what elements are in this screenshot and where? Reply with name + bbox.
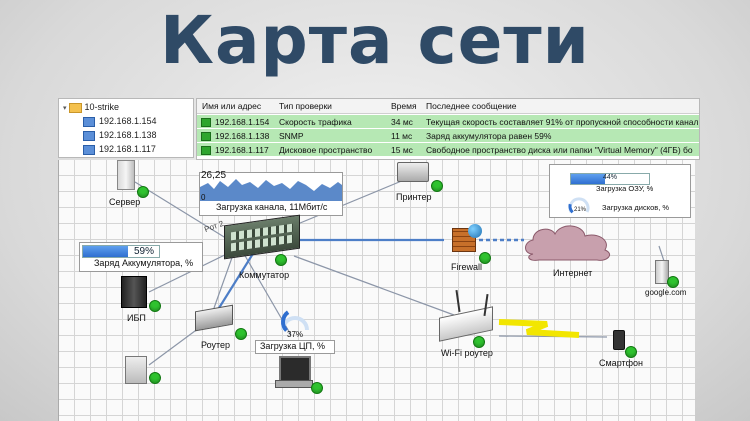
col-address[interactable]: Имя или адрес <box>202 101 262 111</box>
status-ok-icon <box>201 118 211 128</box>
cpu-percent: 37% <box>287 330 304 339</box>
server-icon[interactable] <box>655 260 669 284</box>
folder-icon <box>68 102 82 113</box>
tree-item-label: 192.168.1.117 <box>99 144 156 154</box>
ups-icon[interactable] <box>121 276 147 308</box>
printer-icon[interactable] <box>397 162 429 182</box>
cell-address: 192.168.1.154 <box>215 117 270 127</box>
smartphone-label: Смартфон <box>599 358 644 368</box>
keyboard-icon <box>275 380 313 388</box>
device-tree[interactable]: ▾ 10-strike 192.168.1.154 192.168.1.138 1… <box>58 98 194 158</box>
tree-item-label: 192.168.1.138 <box>99 130 157 140</box>
server-icon[interactable] <box>117 160 135 190</box>
cell-type: SNMP <box>279 131 304 141</box>
col-time[interactable]: Время <box>391 101 417 111</box>
tree-item[interactable]: 192.168.1.154 <box>83 115 157 127</box>
tree-item[interactable]: 192.168.1.117 <box>83 143 156 155</box>
cloud-icon[interactable] <box>521 218 621 268</box>
disk-gauge <box>568 197 590 214</box>
cpu-label: Загрузка ЦП, % <box>260 341 326 351</box>
computer-icon <box>83 144 95 155</box>
firewall-label: Firewall <box>451 262 483 272</box>
switch-label: Коммутатор <box>239 270 290 280</box>
status-ok-icon <box>311 382 323 394</box>
traffic-max: 26,25 <box>201 170 227 181</box>
page-title: Карта сети <box>160 2 590 79</box>
cell-type: Скорость трафика <box>279 117 352 127</box>
ram-label: Загрузка ОЗУ, % <box>596 184 654 193</box>
globe-icon <box>468 224 482 238</box>
link-lines <box>134 179 666 366</box>
computer-icon <box>83 130 95 141</box>
cell-time: 15 мс <box>391 145 413 155</box>
cpu-gauge <box>281 310 309 332</box>
table-row[interactable]: 192.168.1.154 Скорость трафика 34 мс Тек… <box>197 115 699 129</box>
smartphone-icon[interactable] <box>613 330 625 350</box>
status-ok-icon <box>149 300 161 312</box>
table-header: Имя или адрес Тип проверки Время Последн… <box>197 99 699 114</box>
status-ok-icon <box>473 336 485 348</box>
col-check-type[interactable]: Тип проверки <box>279 101 332 111</box>
battery-bar: 59% <box>82 245 160 258</box>
computer-icon[interactable] <box>125 356 147 384</box>
tree-root-label: 10-strike <box>84 102 120 112</box>
table-row[interactable]: 192.168.1.138 SNMP 11 мс Заряд аккумулят… <box>197 129 699 143</box>
tree-root[interactable]: ▾ 10-strike <box>63 101 119 113</box>
ram-bar: 44% <box>570 173 650 185</box>
printer-label: Принтер <box>396 192 432 202</box>
cpu-widget[interactable]: Загрузка ЦП, % <box>255 340 335 354</box>
status-ok-icon <box>667 276 679 288</box>
tree-item-label: 192.168.1.154 <box>99 116 157 126</box>
battery-widget[interactable]: 59% Заряд Аккумулятора, % <box>79 242 203 272</box>
cell-address: 192.168.1.117 <box>215 145 269 155</box>
status-ok-icon <box>201 146 211 156</box>
resources-panel[interactable]: 44% Загрузка ОЗУ, % 21% Загрузка дисков,… <box>549 164 691 218</box>
cell-address: 192.168.1.138 <box>215 131 270 141</box>
cell-message: Свободное пространство диска или папки "… <box>426 145 693 155</box>
computer-icon <box>83 116 95 127</box>
table-row[interactable]: 192.168.1.117 Дисковое пространство 15 м… <box>197 143 699 157</box>
google-label: google.com <box>645 288 687 297</box>
traffic-graph[interactable]: 26,25 0 Загрузка канала, 11Мбит/с <box>199 170 343 216</box>
cell-time: 11 мс <box>391 131 413 141</box>
wifi-router-label: Wi-Fi роутер <box>441 348 493 358</box>
status-ok-icon <box>625 346 637 358</box>
cell-message: Текущая скорость составляет 91% от пропу… <box>426 117 698 127</box>
status-ok-icon <box>201 132 211 142</box>
network-map[interactable]: Сервер 26,25 0 Загрузка канала, 11Мбит/с… <box>58 160 695 421</box>
cell-time: 34 мс <box>391 117 413 127</box>
ups-label: ИБП <box>127 313 146 323</box>
cell-message: Заряд аккумулятора равен 59% <box>426 131 552 141</box>
status-ok-icon <box>479 252 491 264</box>
traffic-chart <box>200 179 342 201</box>
traffic-zero: 0 <box>201 193 206 202</box>
tree-item[interactable]: 192.168.1.138 <box>83 129 157 141</box>
battery-label: Заряд Аккумулятора, % <box>94 258 194 268</box>
disk-label: Загрузка дисков, % <box>602 203 670 212</box>
battery-bar-fill <box>83 246 128 257</box>
computer-icon[interactable] <box>279 356 311 382</box>
internet-label: Интернет <box>553 268 593 278</box>
battery-percent: 59% <box>133 246 154 257</box>
status-ok-icon <box>235 328 247 340</box>
status-ok-icon <box>431 180 443 192</box>
traffic-label: Загрузка канала, 11Мбит/с <box>216 202 328 212</box>
ram-bar-fill <box>571 174 606 184</box>
disk-percent: 21% <box>574 207 587 213</box>
expand-icon[interactable]: ▾ <box>63 105 67 112</box>
status-ok-icon <box>149 372 161 384</box>
server-label: Сервер <box>109 197 141 207</box>
cell-type: Дисковое пространство <box>279 145 373 155</box>
router-label: Роутер <box>201 340 231 350</box>
status-ok-icon <box>275 254 287 266</box>
ram-percent: 44% <box>602 174 617 181</box>
monitor-table: Имя или адрес Тип проверки Время Последн… <box>196 98 700 160</box>
status-ok-icon <box>137 186 149 198</box>
col-message[interactable]: Последнее сообщение <box>426 101 517 111</box>
